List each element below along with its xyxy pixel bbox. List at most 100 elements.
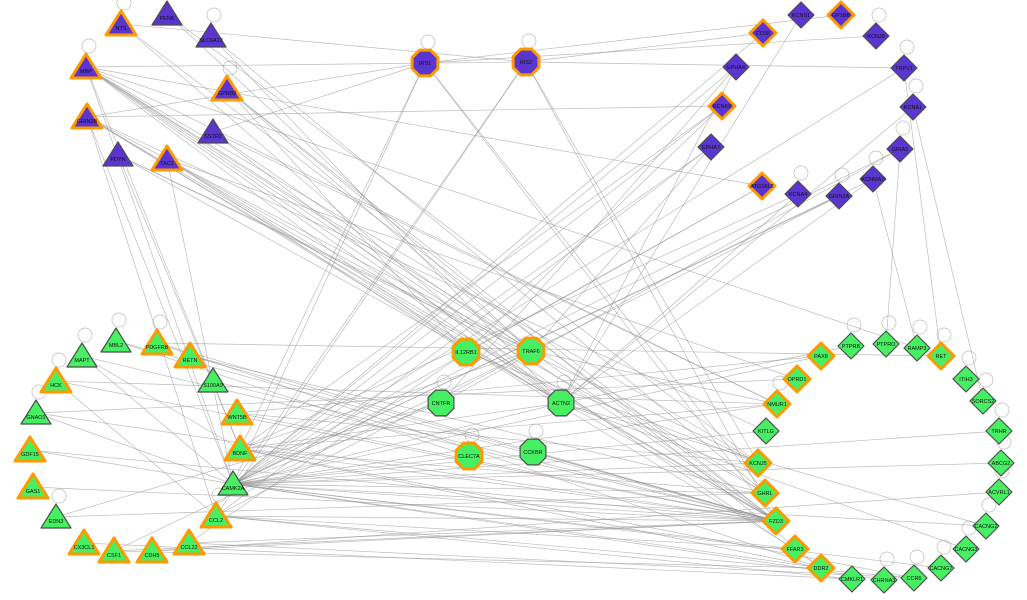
node-shape-KCNJ5[interactable] [743, 448, 773, 478]
node-ITIH3[interactable]: ITIH3 [952, 365, 980, 393]
node-shape-SORCS2[interactable] [969, 387, 997, 415]
node-shape-EPHA7[interactable] [697, 133, 725, 161]
node-shape-SSTR2[interactable] [197, 118, 229, 144]
node-shape-ABCG2[interactable] [987, 449, 1015, 477]
node-NTS[interactable]: NTS [104, 9, 138, 37]
node-shape-CAMK2A[interactable] [217, 470, 249, 496]
node-GAS1[interactable]: GAS1 [16, 472, 50, 500]
node-shape-TRPV1[interactable] [890, 54, 918, 82]
node-shape-ITIH3[interactable] [952, 365, 980, 393]
node-IRS1[interactable]: IRS1 [410, 48, 440, 78]
node-shape-CACNG2[interactable] [972, 512, 1000, 540]
node-shape-CCKBR[interactable] [519, 438, 547, 466]
node-TRAF6[interactable]: TRAF6 [516, 336, 546, 366]
node-shape-CD38[interactable] [748, 18, 778, 48]
node-shape-KCNA4[interactable] [784, 180, 812, 208]
node-shape-PTPRO[interactable] [872, 330, 900, 358]
node-shape-BDNF[interactable] [223, 434, 257, 462]
node-shape-GRIN2B[interactable] [70, 102, 104, 130]
node-shape-KCNMA1[interactable] [859, 165, 887, 193]
node-shape-CACNG3[interactable] [952, 535, 980, 563]
node-PDGFRB[interactable]: PDGFRB [140, 328, 174, 356]
node-SSTR2[interactable]: SSTR2 [197, 118, 229, 144]
node-HCK[interactable]: HCK [39, 366, 73, 394]
node-GRIN2B[interactable]: GRIN2B [70, 102, 104, 130]
node-shape-EPHA4[interactable] [722, 53, 750, 81]
node-shape-MBL2[interactable] [100, 327, 132, 353]
node-EDN3[interactable]: EDN3 [40, 503, 72, 529]
node-NMUR1[interactable]: NMUR1 [762, 389, 792, 419]
node-shape-WNT5B[interactable] [220, 398, 254, 426]
node-CACNG3[interactable]: CACNG3 [952, 535, 980, 563]
node-OPRD1[interactable]: OPRD1 [782, 364, 812, 394]
node-shape-IRS2[interactable] [511, 47, 541, 77]
node-shape-RET[interactable] [926, 341, 956, 371]
node-shape-DDR2[interactable] [806, 553, 836, 583]
node-shape-HCK[interactable] [39, 366, 73, 394]
node-shape-MBP[interactable] [69, 52, 103, 80]
node-shape-PDGFRB[interactable] [140, 328, 174, 356]
node-IL12RB1[interactable]: IL12RB1 [451, 337, 481, 367]
node-CCL2[interactable]: CCL2 [199, 501, 233, 529]
node-shape-EDN3[interactable] [40, 503, 72, 529]
node-shape-PENK[interactable] [151, 0, 183, 26]
node-shape-PTPRB[interactable] [837, 332, 865, 360]
node-shape-TRAF6[interactable] [516, 336, 546, 366]
node-shape-NTS[interactable] [104, 9, 138, 37]
node-shape-GNAO1[interactable] [20, 399, 52, 425]
node-shape-S100A9[interactable] [197, 367, 229, 393]
node-IRS2[interactable]: IRS2 [511, 47, 541, 77]
node-shape-TRHR[interactable] [985, 417, 1013, 445]
node-shape-GDF15[interactable] [13, 435, 47, 463]
node-shape-GRIN2A[interactable] [825, 182, 853, 210]
node-shape-CLEC7A[interactable] [454, 441, 484, 471]
node-CSF1[interactable]: CSF1 [97, 536, 131, 564]
node-KITLG[interactable]: KITLG [752, 417, 780, 445]
node-shape-MAPT[interactable] [66, 342, 98, 368]
node-shape-KCNK9[interactable] [707, 91, 737, 121]
node-shape-CCL2[interactable] [199, 501, 233, 529]
node-CMKLR1[interactable]: CMKLR1 [838, 565, 866, 593]
node-shape-CSF1[interactable] [97, 536, 131, 564]
node-shape-CCL22[interactable] [172, 528, 206, 556]
node-shape-CNTFR[interactable] [427, 389, 455, 417]
node-shape-TAC1[interactable] [150, 144, 184, 172]
node-shape-GRIA3[interactable] [886, 135, 914, 163]
node-SORCS2[interactable]: SORCS2 [969, 387, 997, 415]
node-shape-ACTN2[interactable] [547, 389, 575, 417]
node-GDF15[interactable]: GDF15 [13, 435, 47, 463]
node-shape-RETN[interactable] [173, 341, 207, 369]
node-MAPT[interactable]: MAPT [66, 342, 98, 368]
node-ATG16L2[interactable]: ATG16L2 [747, 171, 777, 201]
node-ABCG2[interactable]: ABCG2 [987, 449, 1015, 477]
node-KCNS1[interactable]: KCNS1 [787, 1, 815, 29]
node-shape-CDH5[interactable] [135, 536, 169, 564]
node-ACTN2[interactable]: ACTN2 [547, 389, 575, 417]
node-shape-ACVRL1[interactable] [985, 478, 1013, 506]
node-CLEC7A[interactable]: CLEC7A [454, 441, 484, 471]
node-PTPRB[interactable]: PTPRB [837, 332, 865, 360]
node-CX3CL1[interactable]: CX3CL1 [67, 528, 101, 556]
node-shape-CHRNA3[interactable] [870, 566, 898, 594]
node-GP1BB[interactable]: GP1BB [826, 0, 856, 30]
node-shape-FFAR3[interactable] [780, 534, 810, 564]
node-MBP[interactable]: MBP [69, 52, 103, 80]
node-RET[interactable]: RET [926, 341, 956, 371]
node-CACNG2[interactable]: CACNG2 [972, 512, 1000, 540]
node-CHRNA3[interactable]: CHRNA3 [870, 566, 898, 594]
node-shape-CACNG7[interactable] [927, 554, 955, 582]
node-shape-CCR6[interactable] [900, 564, 928, 592]
node-shape-RAMP3[interactable] [903, 334, 931, 362]
node-RAMP3[interactable]: RAMP3 [903, 334, 931, 362]
node-CCKBR[interactable]: CCKBR [519, 438, 547, 466]
node-shape-KITLG[interactable] [752, 417, 780, 445]
node-CCL22[interactable]: CCL22 [172, 528, 206, 556]
node-shape-GAS1[interactable] [16, 472, 50, 500]
node-GNAO1[interactable]: GNAO1 [20, 399, 52, 425]
node-PTPRO[interactable]: PTPRO [872, 330, 900, 358]
node-EPHA7[interactable]: EPHA7 [697, 133, 725, 161]
node-shape-ATG16L2[interactable] [747, 171, 777, 201]
node-shape-GP1BB[interactable] [826, 0, 856, 30]
node-shape-PDYN[interactable] [102, 141, 134, 167]
node-PAX8[interactable]: PAX8 [806, 341, 836, 371]
